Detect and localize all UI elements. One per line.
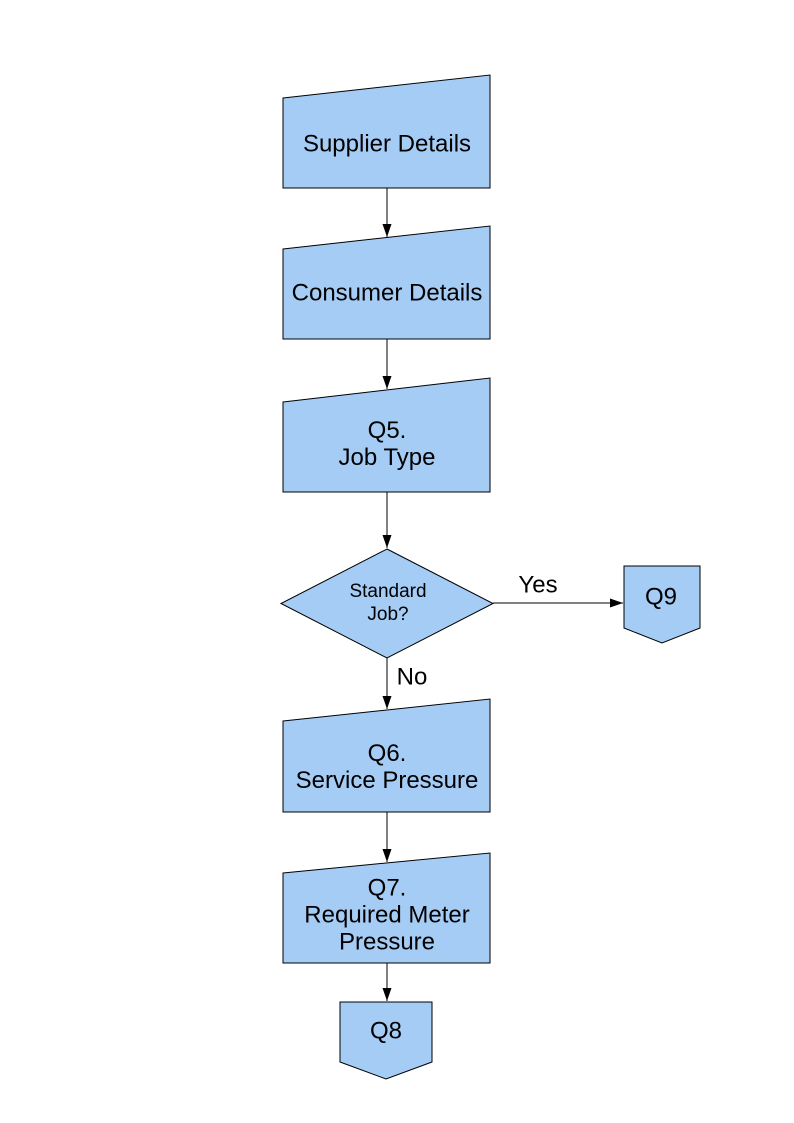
no-edge-label: No: [396, 663, 428, 691]
q8-connector-node: [339, 1001, 433, 1080]
decision-line2: Job?: [367, 604, 409, 625]
supplier-details-label: Supplier Details: [302, 130, 472, 158]
standard-job-label: Standard Job?: [349, 580, 426, 626]
consumer-details-label: Consumer Details: [291, 279, 483, 307]
q8-label: Q8: [369, 1017, 403, 1045]
q5-job-type-label: Q5. Job Type: [339, 417, 436, 471]
q5-line2: Job Type: [338, 444, 436, 471]
q7-line3: Pressure: [338, 928, 436, 956]
q6-line2: Service Pressure: [295, 767, 479, 794]
decision-line1: Standard: [349, 581, 427, 602]
q9-connector-node: [623, 565, 701, 644]
consumer-details-node: [282, 225, 491, 340]
q7-required-meter-pressure-node: [282, 852, 491, 964]
q6-line1: Q6.: [367, 740, 407, 767]
q9-label: Q9: [644, 583, 678, 611]
q5-line1: Q5.: [367, 417, 407, 444]
q7-required-meter-pressure-label: Q7. Required Meter Pressure: [304, 875, 469, 956]
yes-edge-label: Yes: [518, 571, 558, 599]
q6-service-pressure-label: Q6. Service Pressure: [296, 740, 479, 794]
q7-line2: Required Meter: [304, 901, 470, 929]
q7-line1: Q7.: [367, 874, 407, 902]
q5-job-type-node: [282, 377, 491, 493]
supplier-details-node: [282, 74, 491, 189]
q6-service-pressure-node: [282, 698, 491, 813]
